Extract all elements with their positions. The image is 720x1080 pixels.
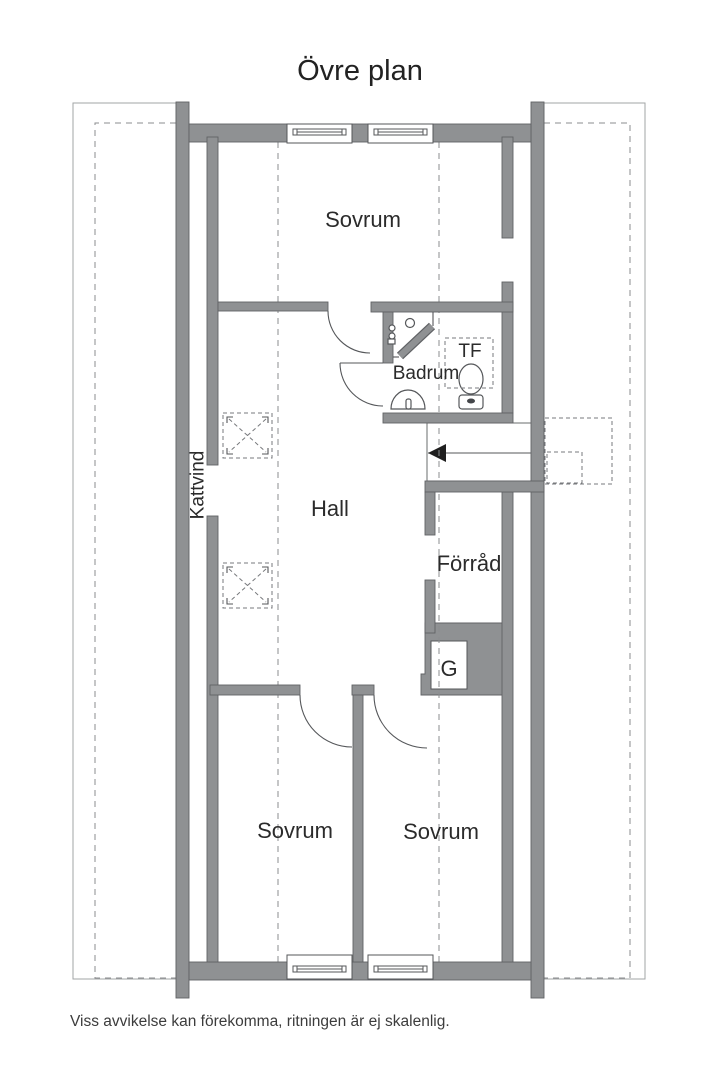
door-swings <box>299 310 428 749</box>
window-top-right <box>367 123 434 144</box>
window-bottom-right <box>367 954 434 980</box>
wardrobe-box <box>430 640 468 690</box>
bedrooms-top-wall-left <box>209 684 301 696</box>
window-bottom-left <box>286 954 353 980</box>
label-wardrobe: G <box>440 656 457 681</box>
attic-outline <box>543 102 646 980</box>
room-label-sovrum-top: Sovrum <box>325 207 401 232</box>
storage-left-wall-lower <box>424 579 436 634</box>
attic-dashed-boundary <box>544 122 631 979</box>
skylight-symbol-lower <box>222 562 273 609</box>
exterior-wall-left <box>175 101 190 999</box>
label-roof-window: TF <box>458 341 481 362</box>
door-arc-bathroom <box>339 362 384 407</box>
bedrooms-top-wall-middle <box>351 684 375 696</box>
bathroom-fixtures <box>387 312 484 410</box>
sink-icon <box>390 389 426 410</box>
ceiling-height-lines <box>277 142 440 962</box>
page-title: Övre plan <box>297 55 423 87</box>
bathroom-bottom-wall <box>382 412 514 424</box>
knee-wall-right-lower <box>501 491 514 963</box>
skylight-symbol-upper <box>222 412 273 459</box>
bedrooms-divider-wall <box>352 694 364 963</box>
walls <box>175 101 545 999</box>
attic-outline <box>72 102 177 980</box>
room-label-forrad: Förråd <box>437 551 502 576</box>
door-arc-bedroom-left <box>299 694 353 748</box>
room-label-hall: Hall <box>311 496 349 521</box>
bedroom-top-bottom-wall <box>217 301 329 312</box>
staircase <box>426 422 534 482</box>
exterior-wall-right <box>530 101 545 999</box>
shower-icon <box>387 312 436 360</box>
closet-block <box>420 622 504 696</box>
exterior-wall-top <box>188 123 532 143</box>
exterior-wall-bottom <box>188 961 532 981</box>
attic-dashed-boundary <box>94 122 176 979</box>
toilet-icon <box>458 363 484 410</box>
storage-left-wall-upper <box>424 491 436 536</box>
window-top-left <box>286 123 353 144</box>
door-arc-bedroom-right <box>373 694 428 749</box>
bathroom-top-wall <box>370 301 514 313</box>
stair-opening-dashed <box>544 417 613 485</box>
knee-wall-right-upper <box>501 136 514 239</box>
knee-wall-left-upper <box>206 136 219 466</box>
right-attic-area <box>543 102 646 980</box>
room-label-sovrum-bottom-right: Sovrum <box>403 819 479 844</box>
room-label-badrum: Badrum <box>393 363 460 384</box>
roof-window-symbol <box>444 337 494 389</box>
knee-wall-left-lower <box>206 515 219 963</box>
windows <box>286 123 434 980</box>
left-attic-area <box>72 102 177 980</box>
stair-arrow-icon <box>428 444 446 462</box>
door-arc-bedroom-top <box>327 310 371 354</box>
stair-bottom-wall <box>424 480 545 493</box>
room-label-sovrum-bottom-left: Sovrum <box>257 818 333 843</box>
room-label-kattvind: Kattvind <box>188 451 209 520</box>
disclaimer-text: Viss avvikelse kan förekomma, ritningen … <box>70 1013 450 1030</box>
